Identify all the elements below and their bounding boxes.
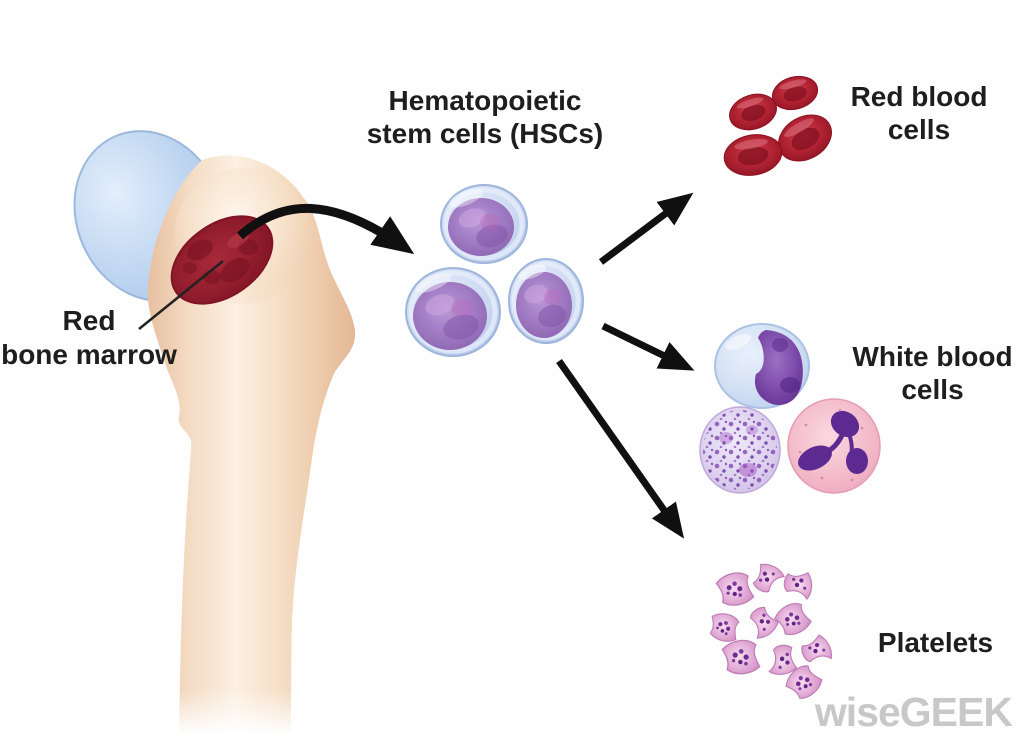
white-blood-cells-label: White blood cells — [845, 340, 1020, 406]
platelet — [714, 569, 756, 610]
hsc-cell — [440, 184, 528, 264]
hsc-label-line: Hematopoietic — [388, 85, 582, 116]
femur-illustration — [73, 130, 360, 743]
white-blood-cells-group — [699, 323, 881, 494]
platelet — [742, 603, 782, 643]
red-marrow — [170, 215, 274, 305]
platelet — [797, 632, 836, 671]
arrow-to-red-blood-cells — [598, 192, 694, 265]
marrow-pointer-line — [138, 260, 224, 330]
red-bone-marrow-label-line: Red — [62, 305, 116, 336]
platelets-group — [707, 560, 836, 705]
hsc-cell — [508, 258, 584, 344]
platelet — [750, 560, 787, 598]
red-blood-cell — [778, 114, 832, 162]
platelet — [764, 642, 798, 678]
red-blood-cell — [729, 93, 777, 131]
hsc-label: Hematopoietic stem cells (HSCs) — [345, 84, 625, 150]
red-blood-cells-label-line: Red blood — [850, 81, 988, 112]
red-bone-marrow-label: Red bone marrow — [0, 304, 180, 372]
basophil-cell — [699, 406, 781, 494]
white-blood-cells-label-line: White blood — [852, 341, 1013, 372]
red-blood-cells-label-line: cells — [887, 114, 951, 145]
hsc-cell — [405, 267, 501, 357]
platelet — [771, 598, 814, 641]
bone-bottom-fade — [150, 688, 360, 743]
platelets-label: Platelets — [848, 626, 1023, 659]
platelets-label-line: Platelets — [877, 627, 994, 658]
red-blood-cells-label: Red blood cells — [833, 80, 1005, 146]
platelet — [783, 572, 813, 600]
marrow-to-hsc-arrow — [237, 204, 415, 255]
neutrophil-cell — [787, 398, 881, 494]
arrow-to-white-blood-cells — [601, 322, 695, 371]
hsc-cell-cluster — [405, 184, 584, 357]
platelet — [707, 611, 741, 644]
red-bone-marrow-label-line: bone marrow — [1, 339, 177, 370]
red-blood-cells-group — [723, 75, 832, 176]
hsc-label-line: stem cells (HSCs) — [366, 118, 604, 149]
white-blood-cells-label-line: cells — [901, 374, 964, 405]
red-blood-cell — [723, 134, 783, 176]
platelet — [720, 637, 762, 678]
arrow-to-platelets — [556, 358, 685, 539]
wisegeek-watermark: wiseGEEK — [814, 689, 1013, 735]
lymphocyte-cell — [714, 323, 810, 409]
